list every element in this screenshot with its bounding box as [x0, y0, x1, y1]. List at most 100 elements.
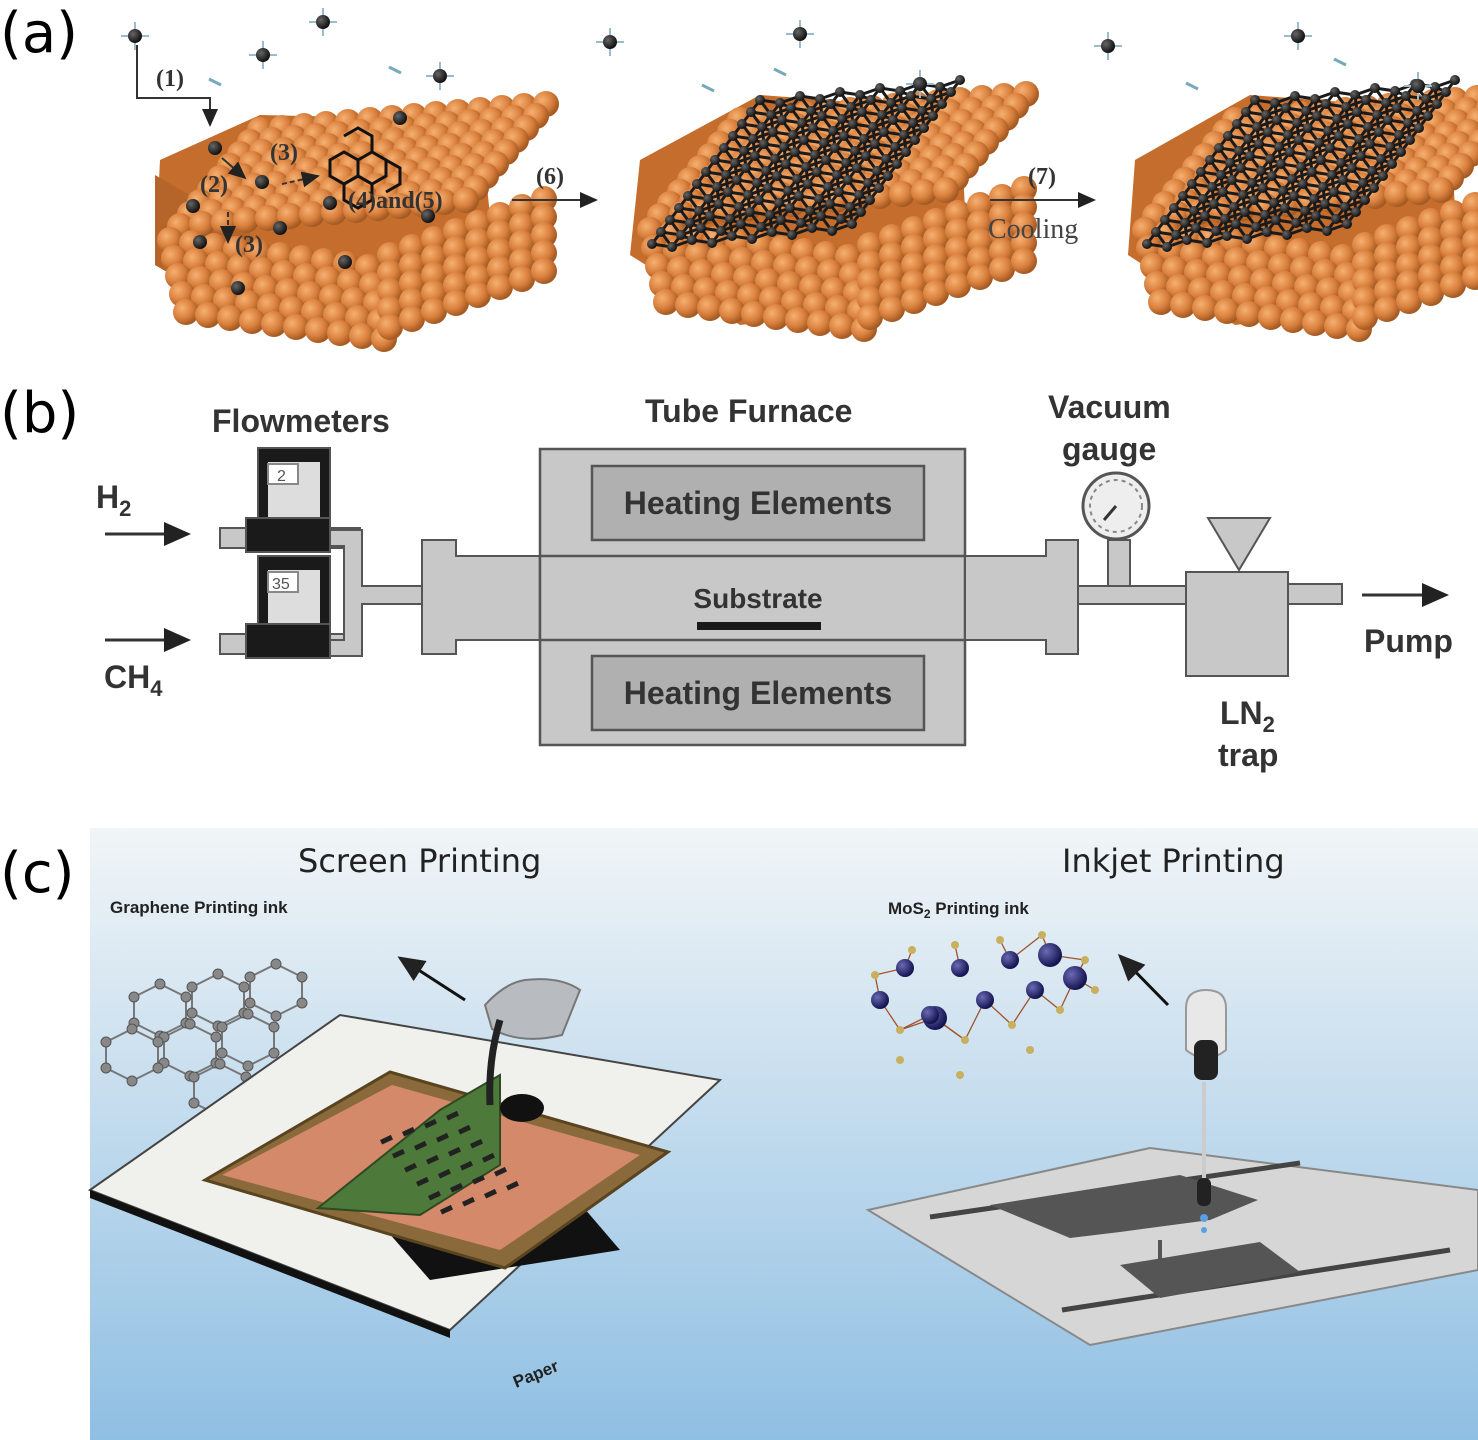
carbon-atom	[787, 230, 797, 240]
carbon-atom	[1329, 187, 1339, 197]
copper-atom	[857, 268, 883, 294]
panel-a-label: (a)	[0, 1, 78, 66]
carbon-atom	[796, 218, 806, 228]
carbon-atom	[852, 163, 862, 173]
carbon-atom	[821, 155, 831, 165]
carbon-atom	[767, 227, 777, 237]
carbon-atom	[794, 191, 804, 201]
carbon-atom	[268, 1021, 280, 1033]
copper-block-3	[1128, 75, 1478, 342]
carbon-atom	[806, 106, 816, 116]
copper-atom	[967, 246, 993, 272]
gas-manifold	[329, 529, 426, 657]
carbon-atom	[188, 1097, 200, 1109]
copper-atom	[1440, 218, 1466, 244]
carbon-atom	[1385, 142, 1395, 152]
carbon-atom	[723, 187, 733, 197]
copper-atom	[741, 301, 767, 327]
carbon-atom	[837, 114, 847, 124]
copper-atom	[1440, 254, 1466, 280]
carbon-atom	[1323, 126, 1333, 136]
copper-atom	[1011, 248, 1037, 274]
inkjet-printing-title: Inkjet Printing	[1062, 842, 1285, 880]
carbon-atom	[897, 103, 907, 113]
copper-atom	[349, 323, 375, 349]
copper-atom	[1396, 252, 1422, 278]
carbon-atom	[1432, 99, 1442, 109]
carbon-atom	[777, 115, 787, 125]
copper-atom	[763, 304, 789, 330]
carbon-atom	[1394, 130, 1404, 140]
methane-molecule	[913, 77, 927, 91]
hydrogen-molecule	[208, 77, 222, 87]
carbon-atom	[919, 123, 929, 133]
sulfur-atom	[1026, 1046, 1034, 1054]
copper-atom	[889, 181, 915, 207]
flowmeter-h2	[219, 447, 361, 553]
carbon-atom	[1352, 107, 1362, 117]
sulfur-atom	[896, 1026, 904, 1034]
carbon-atom	[714, 199, 724, 209]
substrate-label: Substrate	[693, 583, 822, 614]
carbon-atom	[788, 130, 798, 140]
carbon-atom	[1262, 227, 1272, 237]
carbon-atom	[895, 86, 905, 96]
carbon-atom	[792, 174, 802, 184]
carbon-atom	[1334, 131, 1344, 141]
carbon-atom	[765, 210, 775, 220]
copper-atom	[1440, 272, 1466, 298]
carbon-atom	[1289, 191, 1299, 201]
carbon-atom	[296, 997, 308, 1009]
carbon-atom	[803, 179, 813, 189]
carbon-atom	[741, 163, 751, 173]
screen-pattern	[380, 1110, 519, 1215]
carbon-atom	[827, 226, 837, 236]
copper-atom	[911, 179, 937, 205]
carbon-atom	[152, 1036, 164, 1048]
sulfur-atom	[1091, 986, 1099, 994]
carbon-atom	[238, 981, 250, 993]
carbon-atom	[1340, 202, 1350, 212]
carbon-atom	[188, 1071, 200, 1083]
carbon-atom	[1314, 138, 1324, 148]
copper-atom	[509, 266, 535, 292]
ink-pour	[486, 1018, 504, 1106]
copper-atom	[211, 209, 237, 235]
carbon-atom	[1369, 183, 1379, 193]
carbon-atom	[707, 238, 717, 248]
carbon-atom	[1396, 147, 1406, 157]
panel-b-label: (b)	[0, 381, 79, 446]
copper-atom	[923, 226, 949, 252]
carbon-atom	[1245, 151, 1255, 161]
carbon-atom	[1214, 143, 1224, 153]
ink-puddle	[500, 1094, 544, 1122]
sulfur-atom	[996, 936, 1004, 944]
step-7-label: (7)	[1028, 164, 1056, 190]
carbon-atom	[892, 159, 902, 169]
copper-atom	[967, 228, 993, 254]
carbon-atom	[1307, 167, 1317, 177]
step-3-label-bottom: (3)	[235, 232, 263, 258]
carbon-atom	[1387, 159, 1397, 169]
copper-atom	[421, 280, 447, 306]
copper-atom	[1462, 264, 1478, 290]
carbon-atom	[770, 154, 780, 164]
carbon-atom	[1290, 91, 1300, 101]
carbon-atom	[906, 91, 916, 101]
carbon-atom	[100, 1036, 112, 1048]
carbon-atom	[730, 158, 740, 168]
copper-atom	[453, 187, 479, 213]
carbon-atom	[1414, 123, 1424, 133]
carbon-atom	[1300, 206, 1310, 216]
carbon-atom	[1211, 226, 1221, 236]
copper-atom	[989, 184, 1015, 210]
step-1-label: (1)	[156, 66, 184, 92]
carbon-atom	[846, 102, 856, 112]
carbon-atom	[1423, 111, 1433, 121]
heating-elements-top-label: Heating Elements	[624, 485, 893, 521]
carbon-atom	[808, 123, 818, 133]
carbon-atom	[1205, 155, 1215, 165]
tube-furnace-title: Tube Furnace	[645, 393, 852, 429]
panel-c: (c) Screen Printing Inkjet Printing Grap…	[0, 828, 1478, 1440]
carbon-atom	[926, 94, 936, 104]
